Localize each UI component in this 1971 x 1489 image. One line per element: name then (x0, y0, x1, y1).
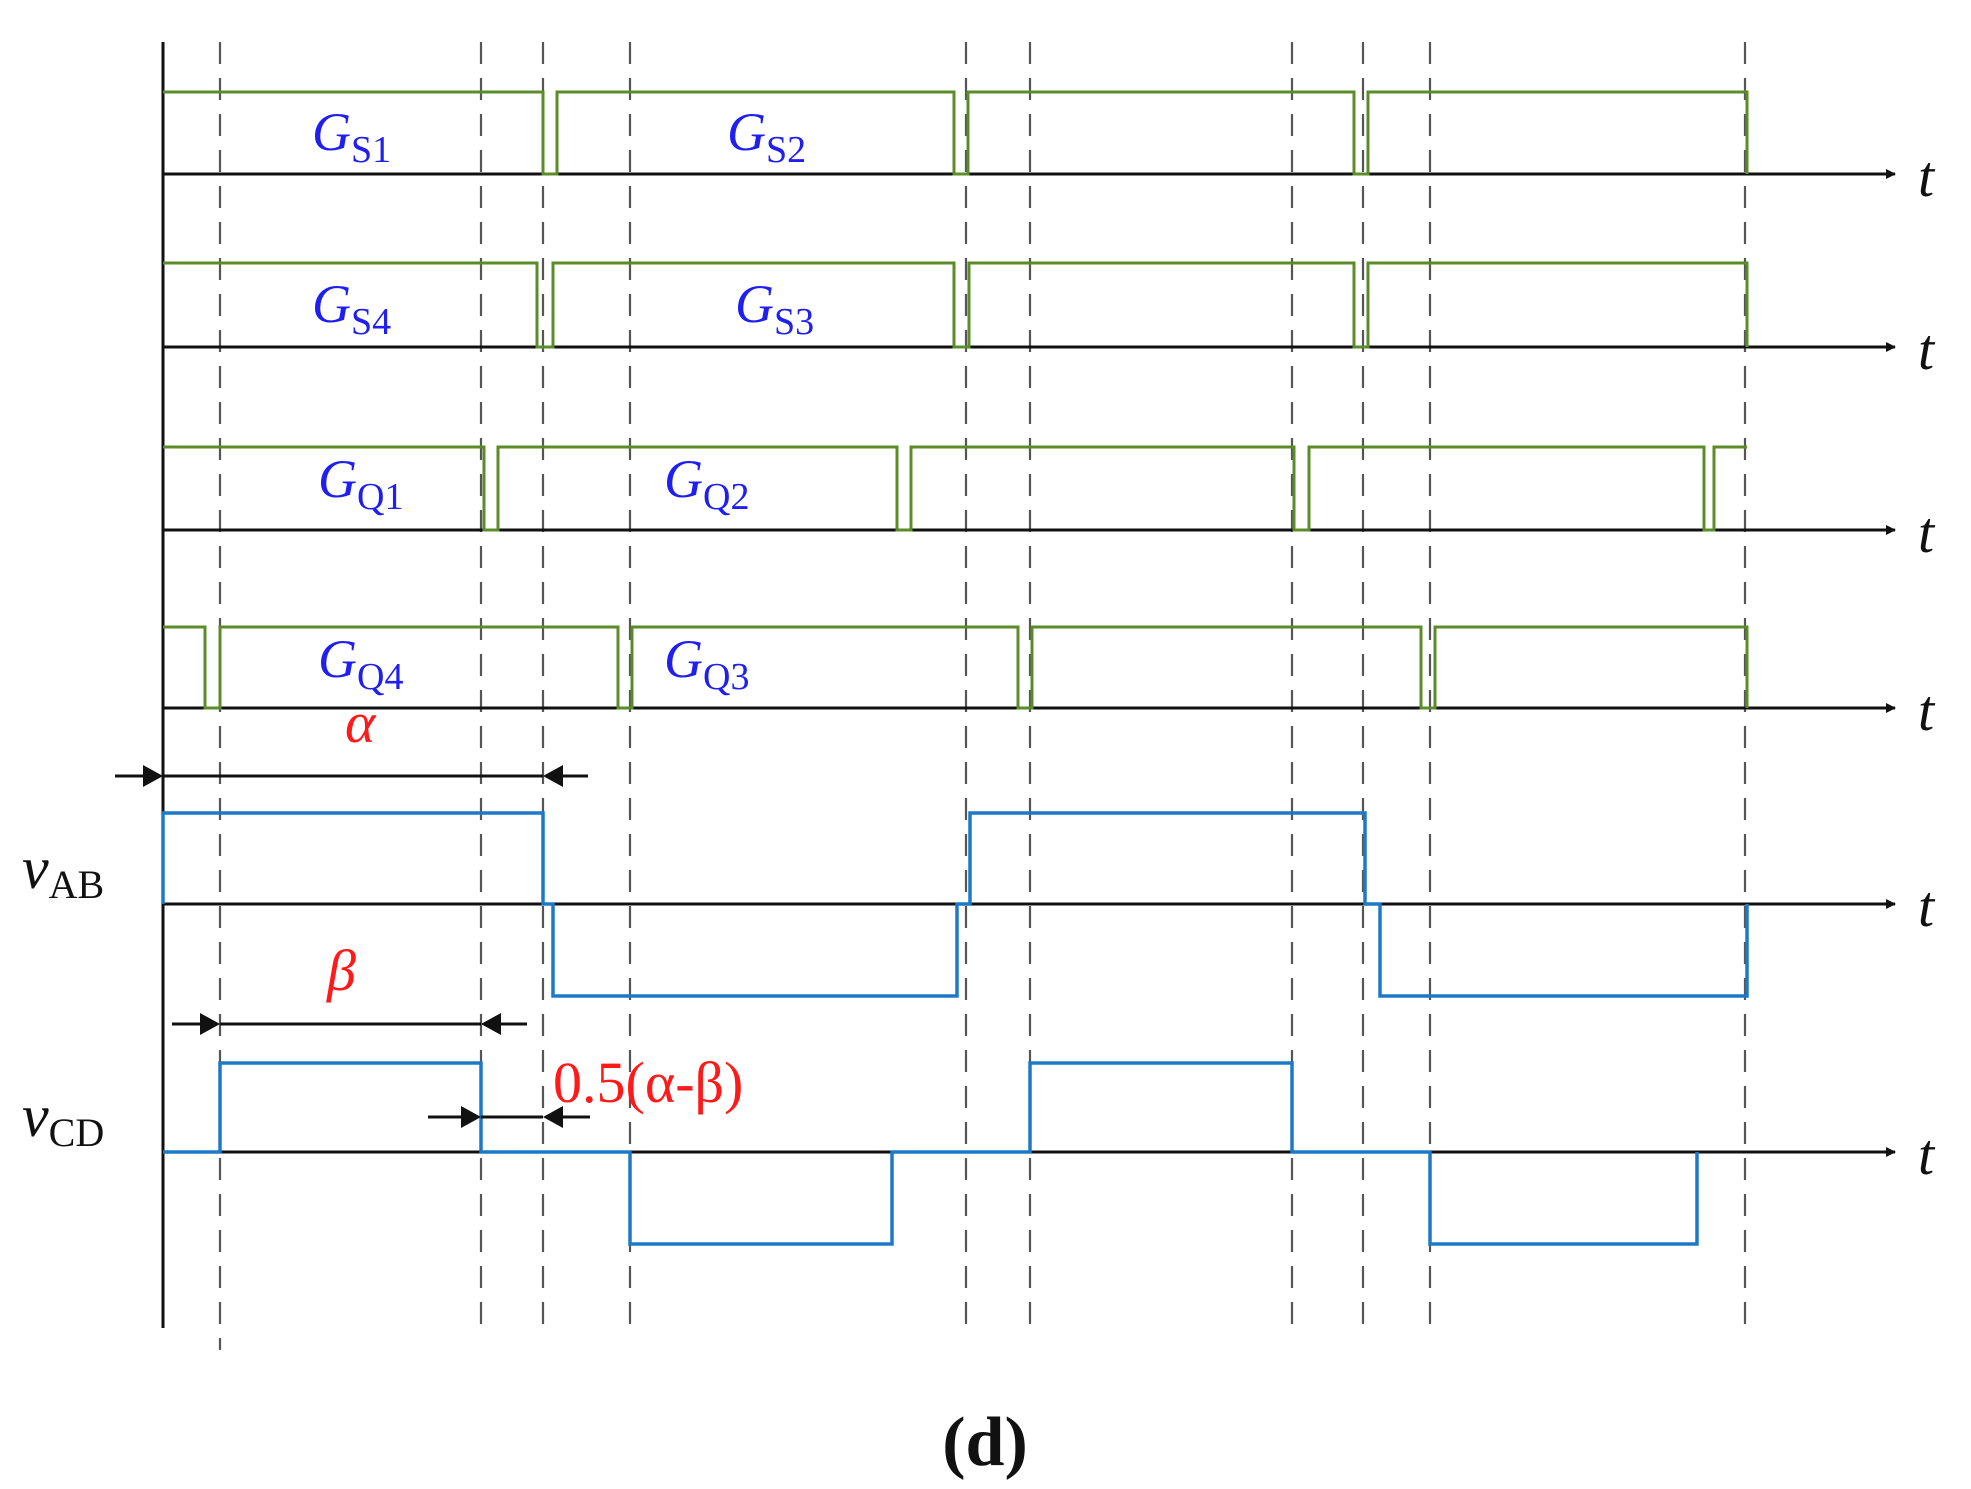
alpha-arrow-right-head (543, 765, 563, 787)
t-label: t (1918, 1122, 1936, 1187)
label-gq3: GQ3 (664, 629, 749, 698)
timing-guides (218, 42, 1747, 1350)
label-gq2: GQ2 (664, 449, 749, 518)
gate-waveforms (163, 90, 1749, 710)
voltage-waveforms (161, 811, 1749, 1246)
waveform-gs4-gs3 (163, 261, 1749, 349)
t-label: t (1918, 317, 1936, 382)
t-label: t (1918, 144, 1936, 209)
label-gs2: GS2 (727, 102, 806, 171)
t-label: t (1918, 874, 1936, 939)
gate-labels: GS1 GS2 GS4 GS3 GQ1 GQ2 GQ4 GQ3 (312, 102, 814, 698)
dimension-arrows (115, 765, 590, 1128)
time-labels: t t t t t t (1918, 144, 1936, 1187)
label-vcd: vCD (22, 1083, 104, 1155)
figure-caption: (d) (942, 1404, 1028, 1481)
beta-label: β (326, 938, 356, 1003)
waveform-gq1-gq2 (163, 445, 1747, 532)
label-gs1: GS1 (312, 102, 391, 171)
phase-shift-label: 0.5(α-β) (553, 1050, 743, 1115)
label-gq1: GQ1 (318, 449, 403, 518)
label-gs3: GS3 (735, 274, 814, 343)
phase-arrow-left-head (461, 1106, 481, 1128)
t-label: t (1918, 500, 1936, 565)
label-vab: vAB (22, 835, 104, 907)
waveform-gs1-gs2 (163, 90, 1749, 176)
beta-arrow-left-head (200, 1013, 220, 1035)
phase-arrow-right-head (543, 1106, 563, 1128)
t-label: t (1918, 678, 1936, 743)
beta-arrow-right-head (481, 1013, 501, 1035)
label-gq4: GQ4 (318, 629, 403, 698)
waveform-vab (161, 811, 1749, 998)
alpha-label: α (345, 690, 377, 755)
alpha-arrow-left-head (143, 765, 163, 787)
label-gs4: GS4 (312, 274, 391, 343)
waveform-gq4-gq3 (163, 625, 1749, 710)
waveform-vcd (163, 1061, 1699, 1246)
